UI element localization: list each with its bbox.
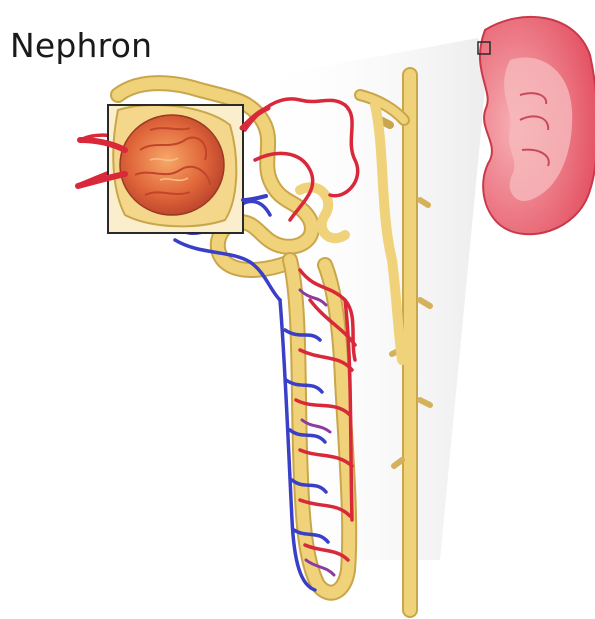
kidney-icon [478,17,595,234]
glomerulus [120,115,224,215]
zoom-wedge [250,38,488,560]
glomerulus-detail [108,105,243,233]
